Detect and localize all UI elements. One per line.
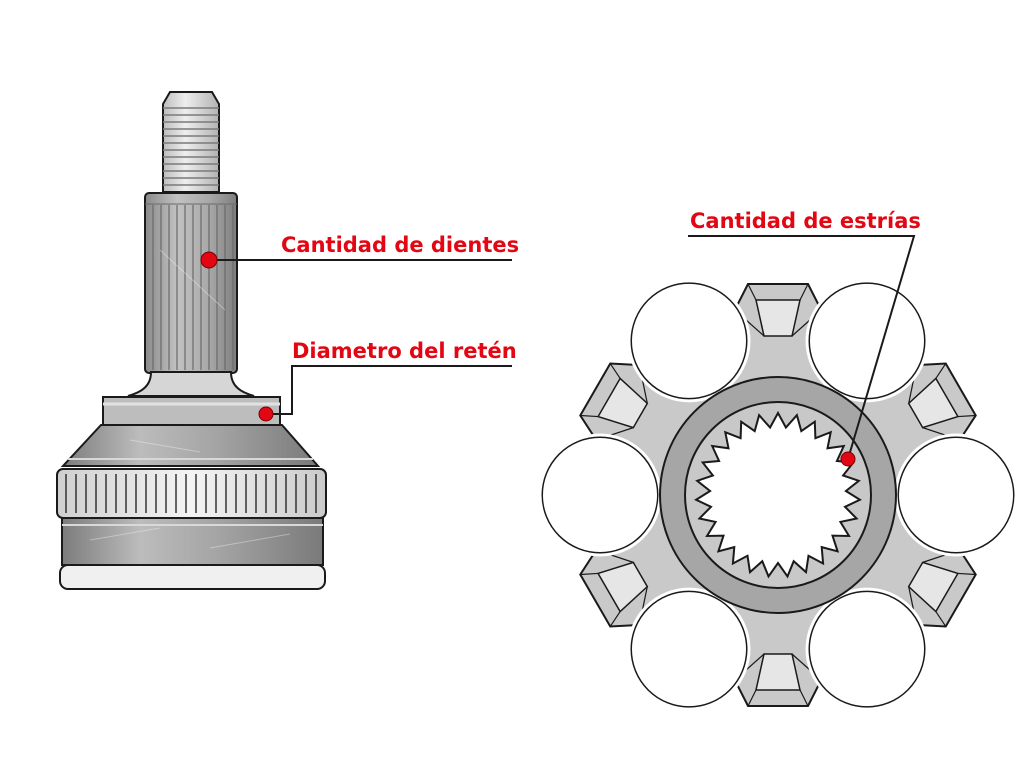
ball-groove — [630, 590, 748, 709]
callout-seal-diameter-label: Diametro del retén — [292, 339, 517, 363]
callout-teeth-count: Cantidad de dientes — [200, 233, 519, 269]
seal-collar — [102, 396, 281, 426]
cv-joint-side-view — [56, 91, 327, 590]
callout-marker — [200, 251, 218, 269]
callout-seal-diameter: Diametro del retén — [258, 339, 517, 422]
ball-groove — [541, 436, 659, 554]
body-lip — [59, 564, 326, 590]
ball-groove — [630, 281, 748, 400]
callout-spline-count-label: Cantidad de estrías — [690, 209, 921, 233]
callout-teeth-count-label: Cantidad de dientes — [281, 233, 519, 257]
callout-spline-count: Cantidad de estrías — [688, 209, 921, 467]
inner-splines — [694, 410, 862, 579]
shaft-neck — [127, 371, 255, 397]
ball-groove — [808, 590, 926, 709]
threaded-tip — [162, 91, 220, 193]
abs-ring — [56, 468, 327, 519]
splined-shaft — [144, 192, 238, 374]
cv-joint-front-view — [538, 279, 1018, 711]
callout-marker — [258, 406, 274, 422]
ball-groove — [897, 436, 1015, 554]
callout-marker — [840, 451, 856, 467]
ball-groove — [808, 281, 926, 400]
bell-housing — [60, 424, 321, 467]
